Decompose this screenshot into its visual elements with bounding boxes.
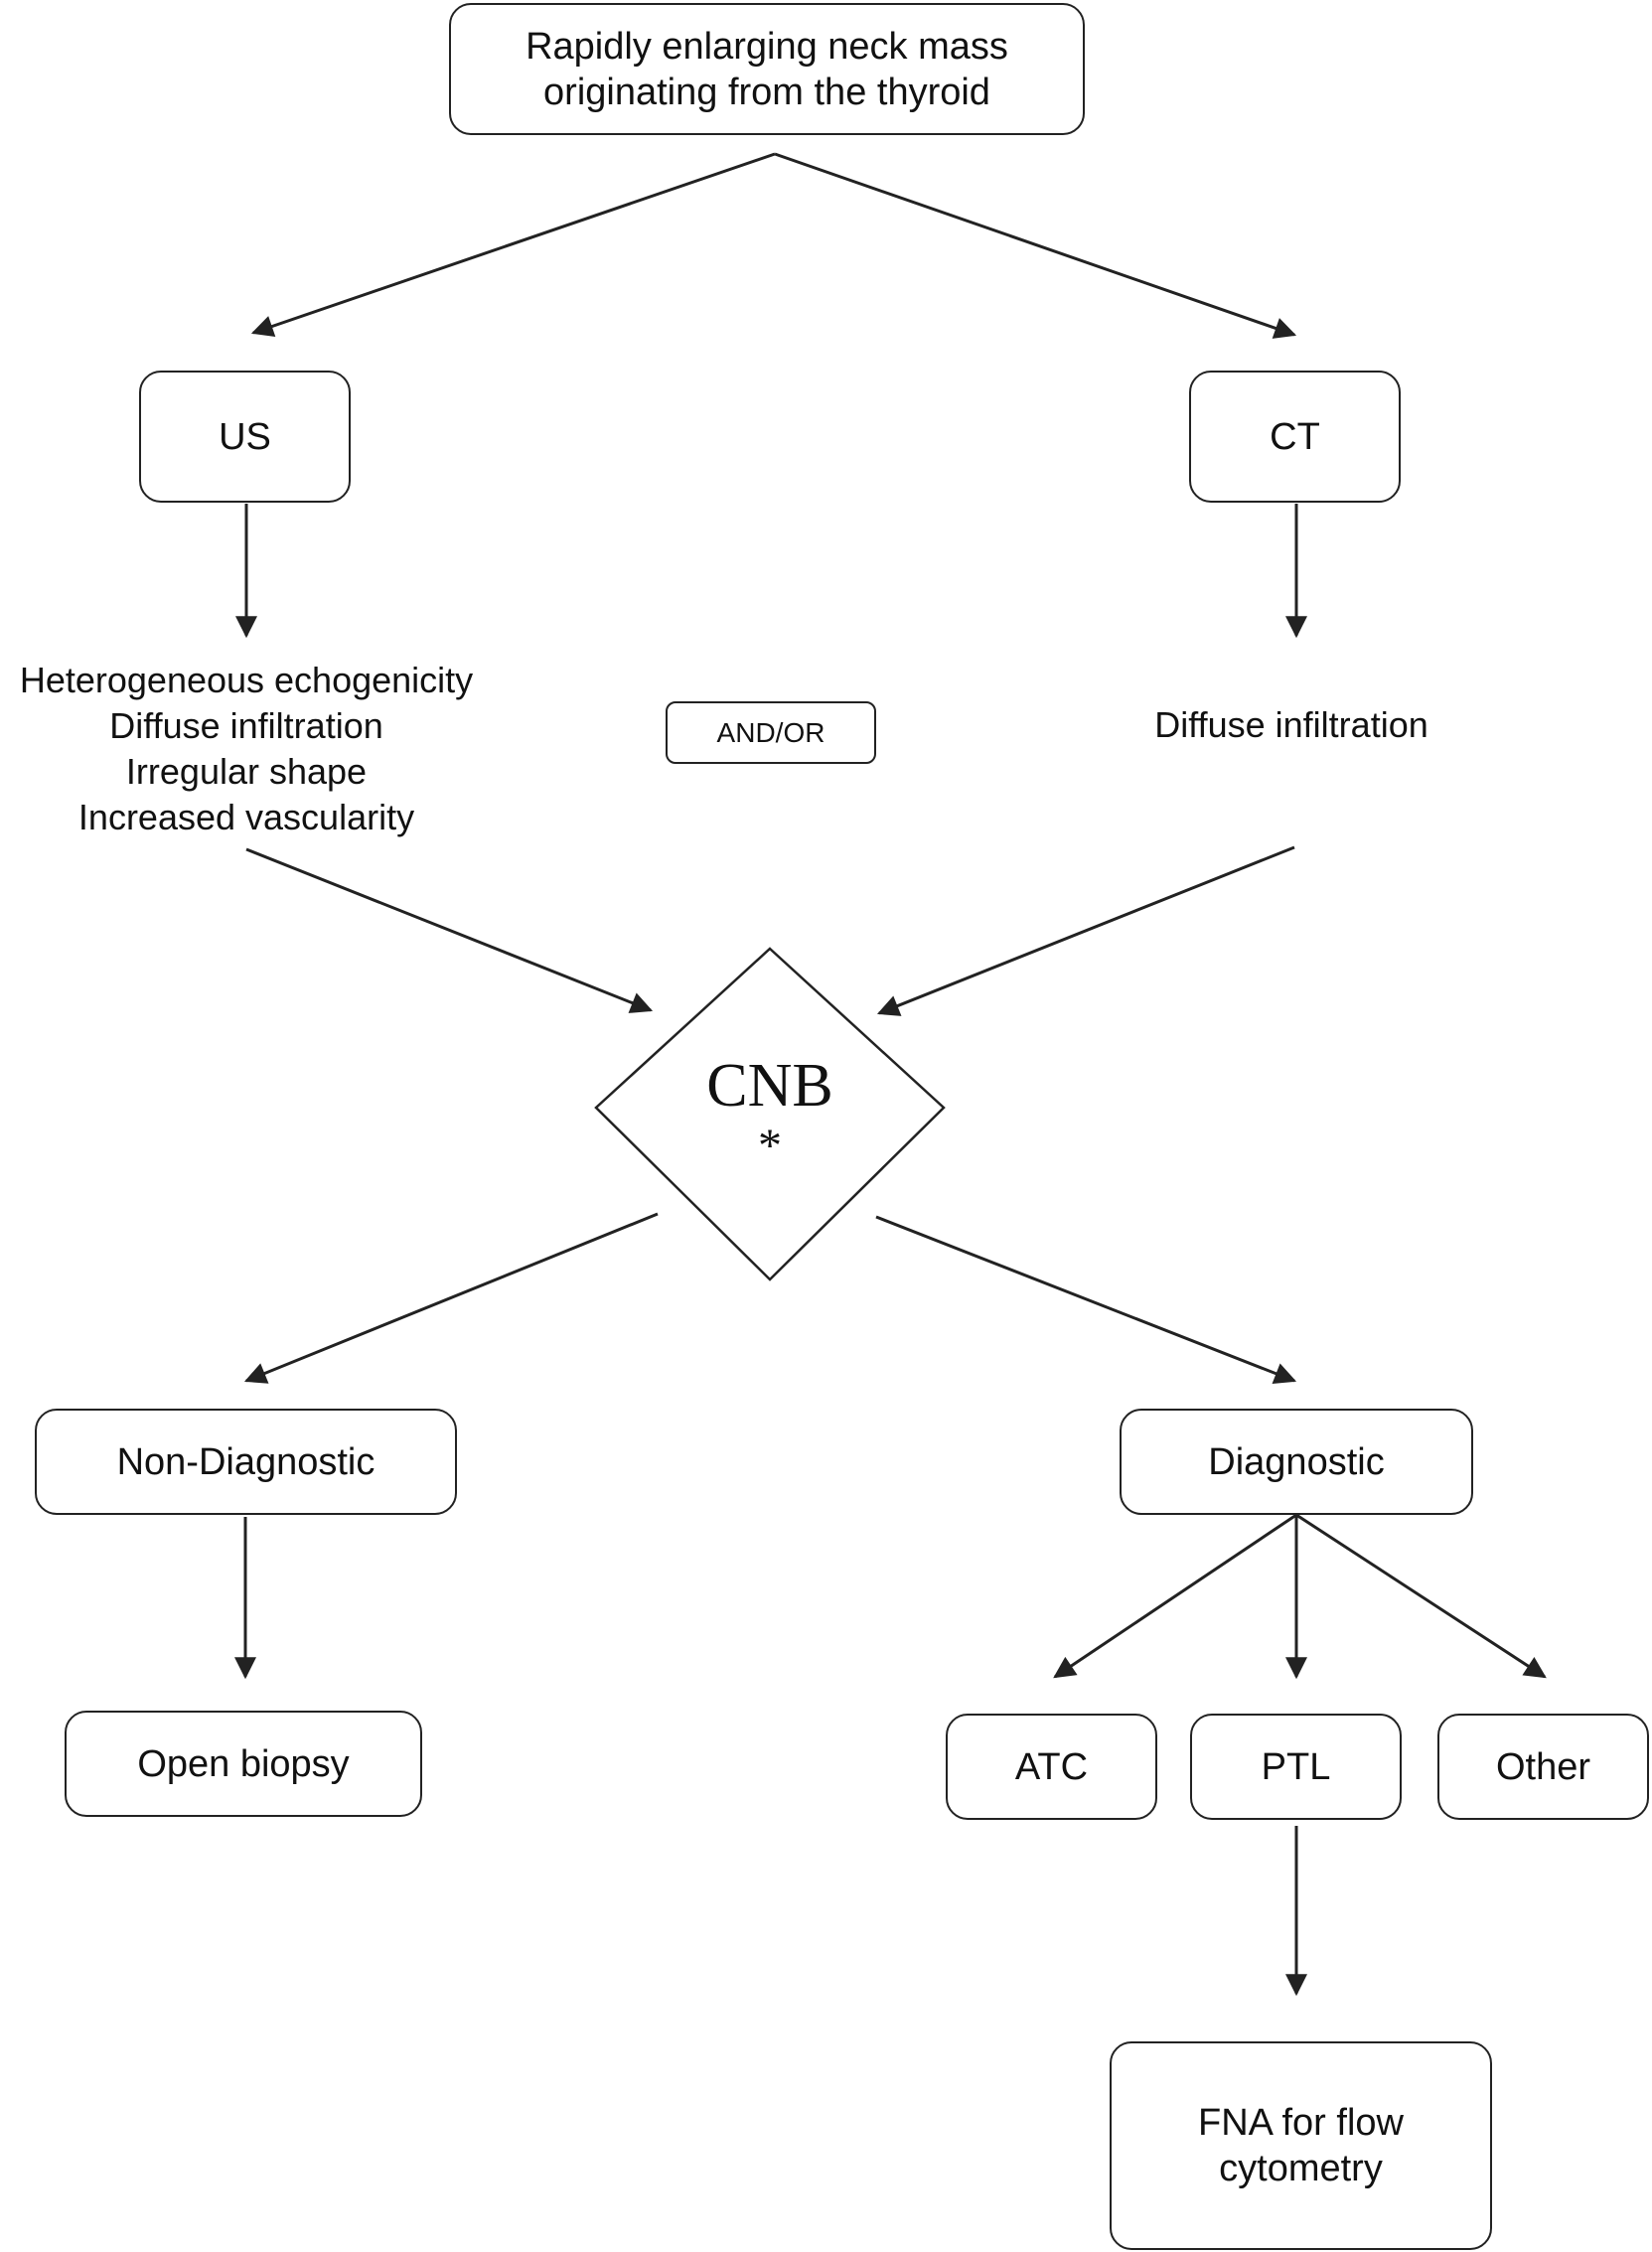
arrow-diagnostic-to-atc (1053, 1513, 1297, 1679)
and-or-label: AND/OR (716, 716, 826, 748)
arrow-cnb-to-nondiagnostic (243, 1212, 659, 1384)
ct-findings-text: Diffuse infiltration (1113, 702, 1470, 748)
arrow-ctfindings-to-cnb (876, 845, 1295, 1016)
ct-node: CT (1189, 371, 1401, 503)
arrow-diagnostic-to-other (1295, 1513, 1547, 1679)
us-finding-4: Increased vascularity (77, 797, 415, 837)
start-node-line2: originating from the thyroid (543, 71, 990, 113)
other-label: Other (1495, 1745, 1591, 1788)
us-findings-text: Heterogeneous echogenicity Diffuse infil… (0, 658, 493, 840)
start-node-line1: Rapidly enlarging neck mass (526, 25, 1008, 68)
ct-node-label: CT (1270, 415, 1320, 458)
arrow-cnb-to-diagnostic (875, 1215, 1297, 1385)
arrow-start-to-ct (774, 152, 1297, 339)
us-node-label: US (219, 415, 271, 458)
non-diagnostic-label: Non-Diagnostic (116, 1440, 375, 1483)
non-diagnostic-node: Non-Diagnostic (35, 1409, 457, 1515)
us-node: US (139, 371, 351, 503)
arrow-usfindings-to-cnb (245, 847, 654, 1013)
cnb-asterisk: * (758, 1120, 782, 1172)
arrow-start-to-us (250, 152, 776, 337)
fna-node: FNA for flow cytometry (1110, 2041, 1492, 2250)
us-finding-1: Heterogeneous echogenicity (19, 660, 474, 700)
diagnostic-label: Diagnostic (1208, 1440, 1385, 1483)
cnb-label: CNB (706, 1052, 833, 1120)
start-node: Rapidly enlarging neck mass originating … (449, 3, 1085, 135)
ct-finding-1: Diffuse infiltration (1154, 704, 1428, 745)
atc-node: ATC (946, 1714, 1157, 1820)
open-biopsy-label: Open biopsy (137, 1742, 350, 1785)
diagnostic-node: Diagnostic (1120, 1409, 1473, 1515)
ptl-node: PTL (1190, 1714, 1402, 1820)
cnb-decision-diamond (594, 947, 946, 1281)
us-finding-3: Irregular shape (125, 751, 368, 792)
ptl-label: PTL (1261, 1745, 1331, 1788)
other-node: Other (1437, 1714, 1649, 1820)
atc-label: ATC (1014, 1745, 1089, 1788)
open-biopsy-node: Open biopsy (65, 1711, 422, 1817)
and-or-node: AND/OR (666, 701, 876, 764)
fna-line2: cytometry (1219, 2148, 1383, 2189)
us-finding-2: Diffuse infiltration (109, 705, 383, 746)
fna-line1: FNA for flow (1198, 2102, 1404, 2144)
